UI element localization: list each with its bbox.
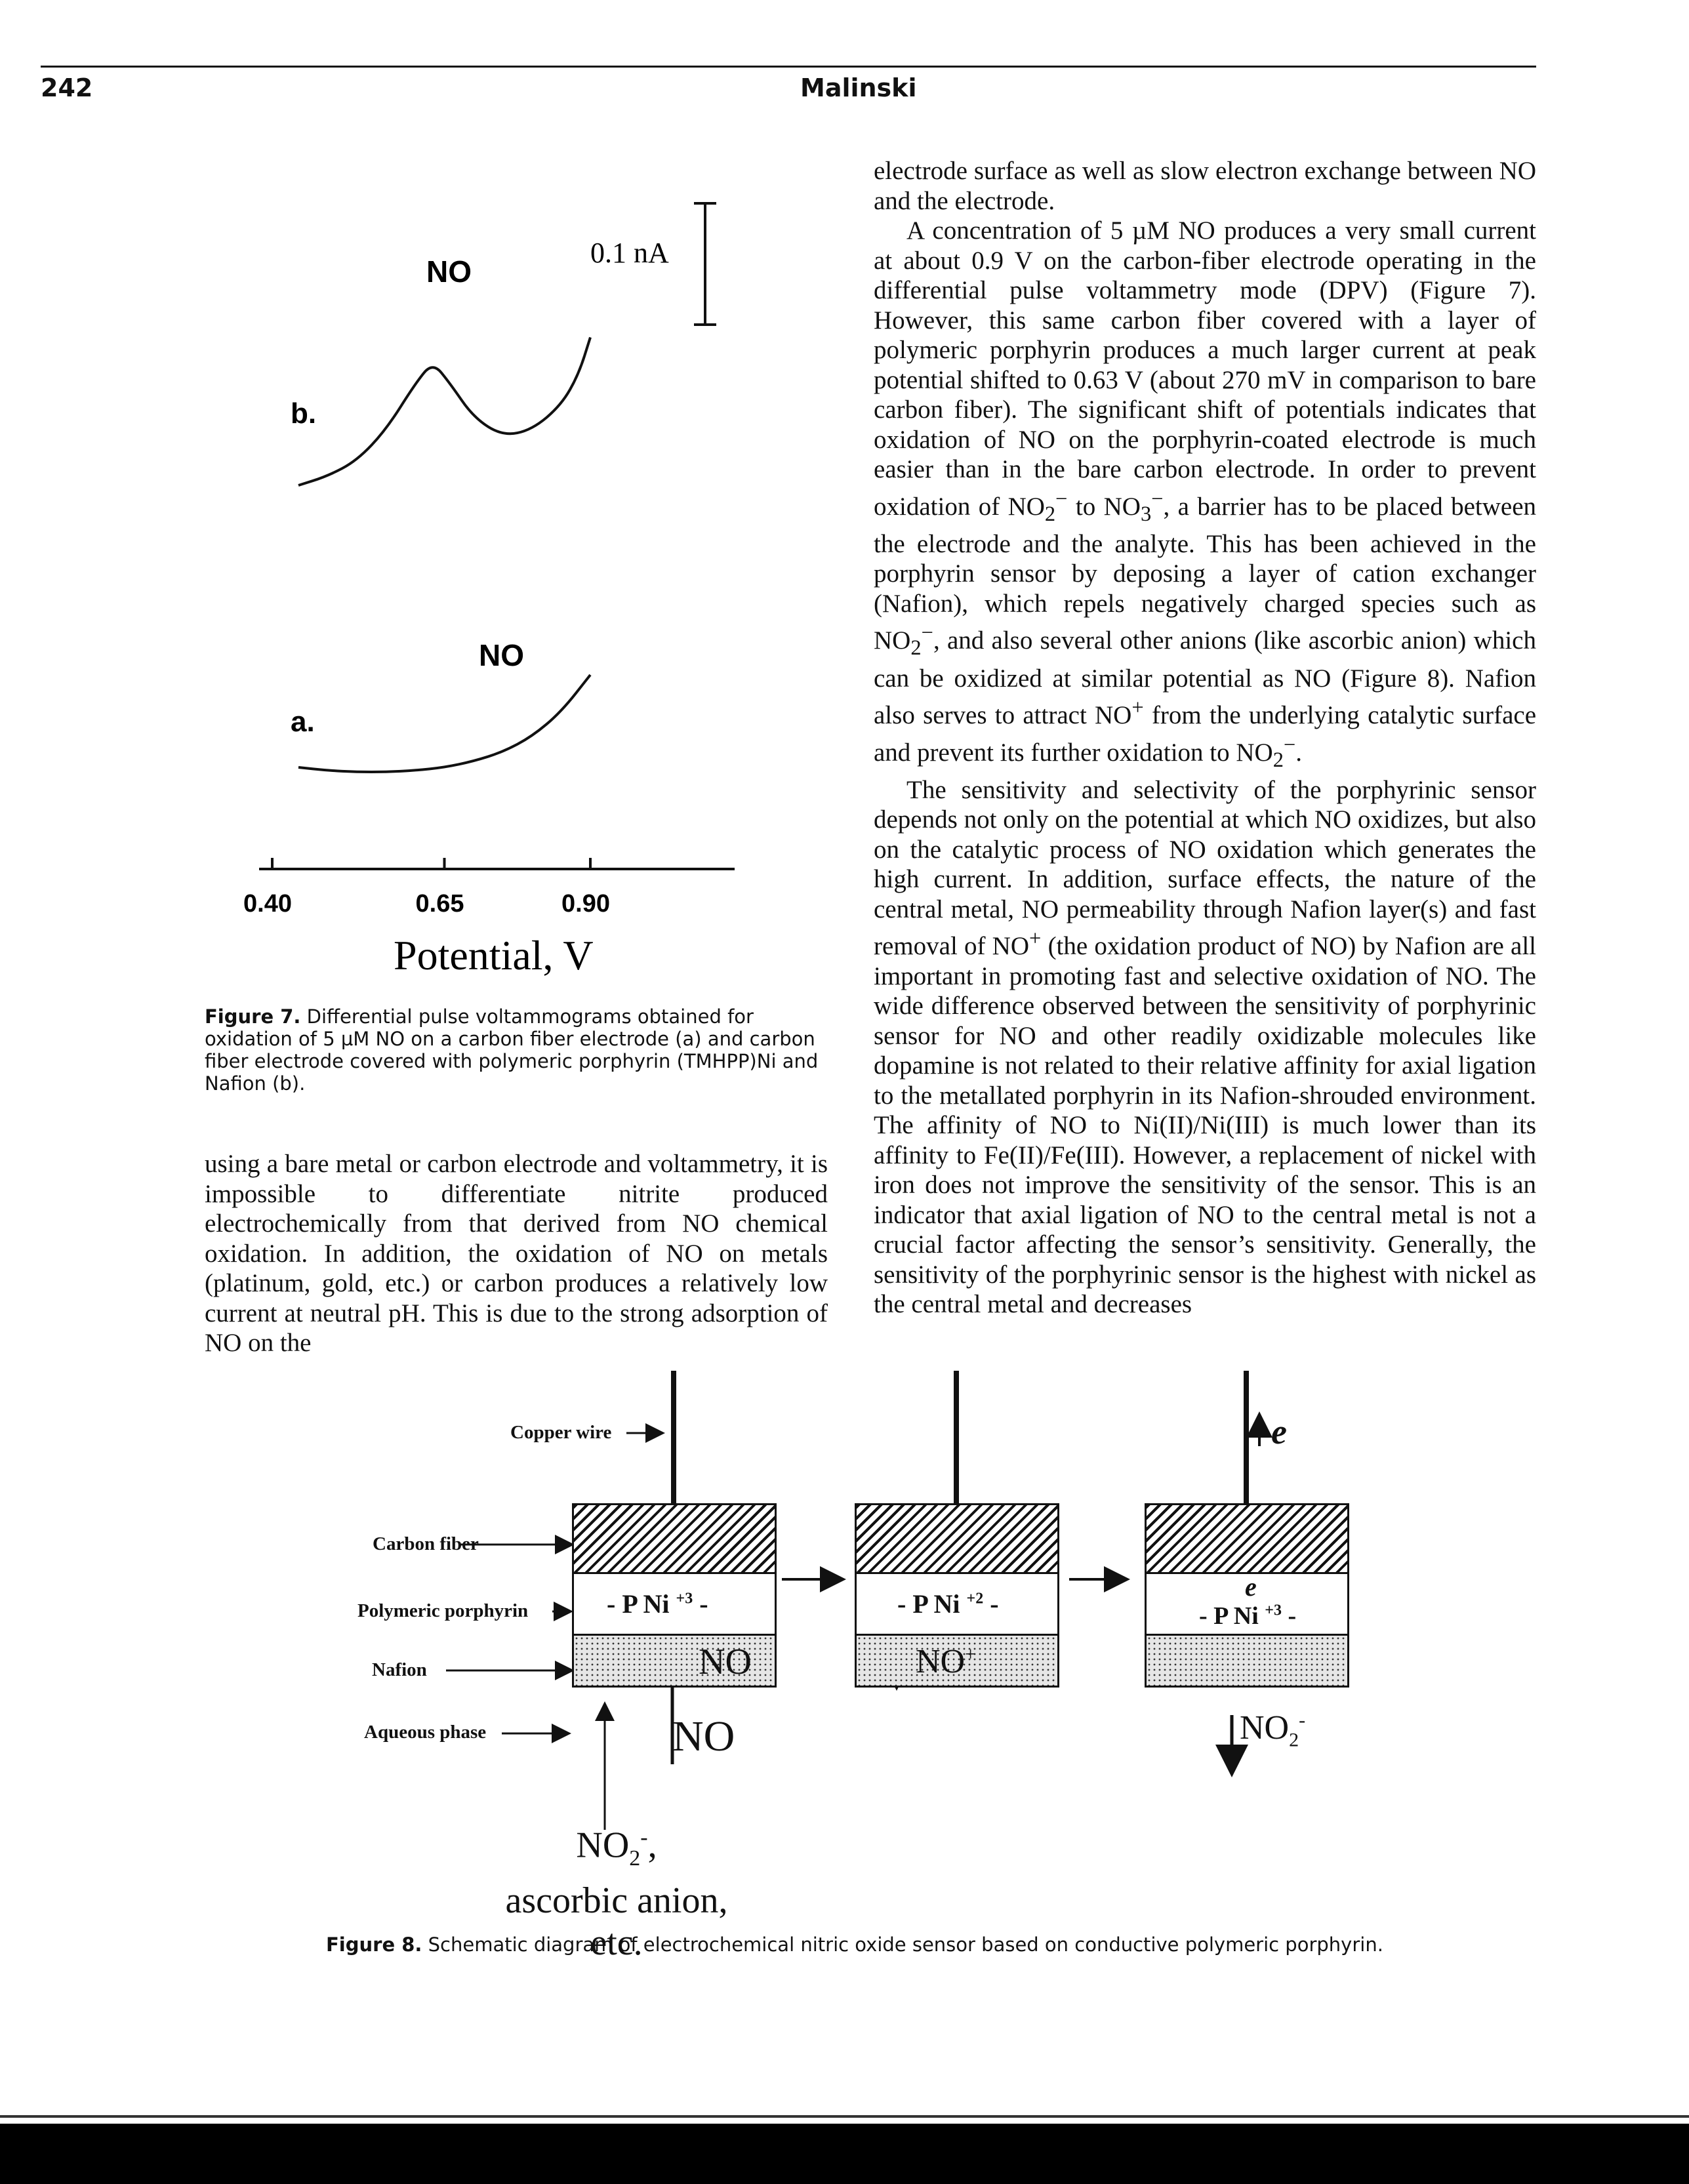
curve-a-label: a. [291, 706, 315, 738]
excluded-species: NO2-, ascorbic anion, etc. [505, 1817, 728, 1964]
peak-label-b: NO [426, 254, 472, 289]
figure7-chart: 0.1 nA NO NO b. a. 0.40 0.65 0.90 Potentia… [243, 202, 735, 979]
nafion-layer-1: NO [572, 1634, 777, 1688]
peak-label-a: NO [479, 638, 524, 672]
scan-edge-line [0, 2115, 1689, 2118]
porphyrin-text-2: - P Ni +2 - [897, 1589, 999, 1619]
scale-bar-label: 0.1 nA [590, 237, 669, 269]
running-title: Malinski [800, 73, 917, 102]
carbon-fiber-layer-2 [855, 1503, 1059, 1574]
right-column: electrode surface as well as slow electr… [874, 156, 1536, 1320]
figure8-diagram: Copper wire Carbon fiber Polymeric porph… [341, 1364, 1404, 1963]
x-tick-label: 0.40 [243, 890, 292, 918]
header-rule [41, 66, 1536, 68]
electron-label-mid: e [1245, 1572, 1257, 1602]
label-polymeric-porphyrin: Polymeric porphyrin [357, 1600, 529, 1621]
left-column-paragraph: using a bare metal or carbon electrode a… [205, 1150, 828, 1357]
aqueous-species-1: NO [672, 1712, 735, 1760]
porphyrin-text-3: - P Ni +3 - [1199, 1602, 1297, 1630]
curve-a [298, 674, 592, 774]
figure7-caption: Figure 7. Differential pulse voltammogra… [205, 1005, 828, 1095]
electron-label-top: e [1271, 1412, 1287, 1451]
figure7-caption-text: Differential pulse voltammograms obtaine… [205, 1005, 819, 1095]
curve-b [298, 336, 592, 487]
scale-bar [694, 202, 716, 326]
porphyrin-layer-3: e - P Ni +3 - [1145, 1572, 1349, 1636]
product-species: NO2- [1240, 1709, 1306, 1751]
x-tick-label: 0.90 [561, 890, 610, 918]
nafion-layer-2: NO+ [855, 1634, 1059, 1688]
right-paragraph-2: A concentration of 5 µM NO produces a ve… [874, 216, 1537, 772]
label-nafion: Nafion [372, 1659, 427, 1680]
porphyrin-layer-2: - P Ni +2 - [855, 1572, 1059, 1636]
carbon-fiber-layer-3 [1145, 1503, 1349, 1574]
label-copper-wire: Copper wire [510, 1422, 612, 1443]
figure7-caption-label: Figure 7. [205, 1005, 301, 1028]
right-paragraph-3: The sensitivity and selectivity of the p… [874, 775, 1536, 1319]
excluded-line-3: etc. [590, 1922, 643, 1963]
curve-b-label: b. [291, 397, 316, 430]
page-number: 242 [41, 73, 93, 102]
label-aqueous-phase: Aqueous phase [364, 1722, 487, 1743]
porphyrin-layer-1: - P Ni +3 - [572, 1572, 777, 1636]
left-column: using a bare metal or carbon electrode a… [205, 1149, 828, 1358]
nafion-layer-3 [1145, 1634, 1349, 1688]
figure8-caption-text: Schematic diagram of electrochemical nit… [428, 1933, 1383, 1956]
nafion-species-1: NO [699, 1642, 752, 1682]
scan-edge-bar [0, 2124, 1689, 2184]
figure8-caption-label: Figure 8. [326, 1933, 422, 1956]
carbon-fiber-layer-1 [572, 1503, 777, 1574]
porphyrin-text-1: - P Ni +3 - [607, 1589, 708, 1619]
x-tick-label: 0.65 [416, 890, 464, 918]
right-paragraph-1: electrode surface as well as slow electr… [874, 157, 1536, 215]
figure8-caption: Figure 8. Schematic diagram of electroch… [326, 1933, 1441, 1956]
x-axis-title: Potential, V [394, 932, 594, 979]
excluded-line-2: ascorbic anion, [505, 1880, 728, 1921]
excluded-line-1: NO2-, [576, 1825, 657, 1871]
nafion-species-2: NO+ [916, 1643, 977, 1680]
